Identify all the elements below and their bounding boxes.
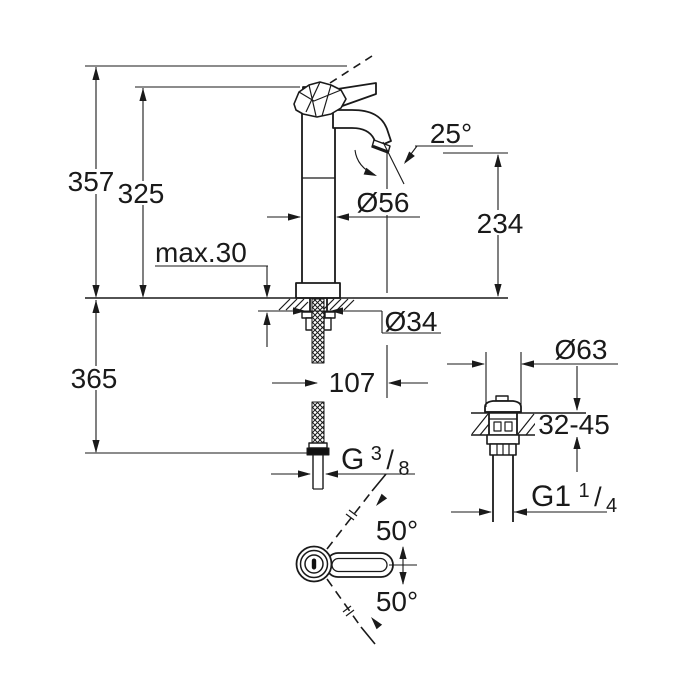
dim-below-counter-length: 365 [71, 363, 118, 394]
lever-top-inner [331, 557, 388, 573]
dim-handle-swing-lower: 50° [376, 586, 418, 617]
dim-mounting-hole-diameter: Ø34 [385, 306, 438, 337]
dim-total-height: 357 [68, 166, 115, 197]
washer-right [324, 311, 336, 319]
lever-knob-facets [298, 81, 342, 117]
flex-hose [311, 401, 325, 444]
overflow-slot-left [493, 421, 502, 432]
faucet-front-view [278, 55, 392, 490]
basin-hatch [471, 413, 543, 436]
dim-drain-thread: G1 1 / 4 [531, 480, 617, 517]
dim-spout-projection: 107 [329, 367, 376, 398]
hose-collar [308, 442, 328, 449]
dim-basin-deck-range: 32-45 [538, 409, 610, 440]
label-backplates [64, 169, 612, 437]
base-flange [295, 282, 341, 299]
faucet-body-column [301, 109, 336, 297]
dim-body-diameter: Ø56 [357, 187, 410, 218]
threaded-stud [311, 298, 325, 364]
spout [332, 109, 392, 148]
dim-drain-flange-diameter: Ø63 [555, 334, 608, 365]
dim-aerator-angle: 25° [430, 118, 472, 149]
handle-top-view [295, 473, 417, 645]
dim-counter-thickness-max: max.30 [155, 237, 247, 268]
counter-hatch [278, 298, 355, 311]
knob-slot [311, 558, 317, 570]
hose-hex-fitting [306, 447, 330, 456]
dim-outlet-height: 234 [477, 208, 524, 239]
dimension-arrowheads [92, 67, 581, 630]
dim-supply-thread: G 3 / 8 [341, 443, 409, 480]
swing-lines [326, 473, 387, 645]
washer-left [301, 311, 313, 319]
drain-cap [484, 400, 522, 413]
dimension-labels: 357 325 max.30 365 Ø56 25° 234 Ø34 107 Ø… [68, 118, 618, 617]
overflow-slot-right [504, 421, 513, 432]
lever-raised-dashed-line [329, 55, 373, 84]
dim-handle-swing-upper: 50° [376, 515, 418, 546]
mounting-nut-right [323, 317, 332, 331]
dim-spout-top-height: 325 [118, 178, 165, 209]
aerator-slot [372, 144, 390, 154]
drain-locknut [486, 434, 520, 445]
